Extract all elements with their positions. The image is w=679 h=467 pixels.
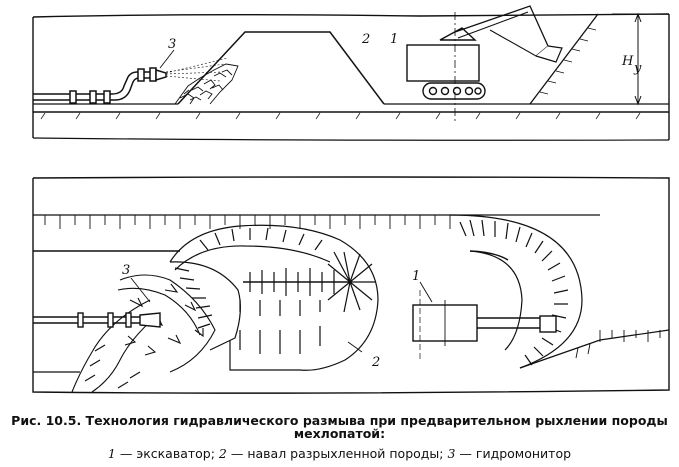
excavator-plan: [412, 290, 557, 360]
label-excavator-top: 1: [390, 32, 398, 47]
plan-view: [32, 176, 670, 394]
slope-hatch: [539, 27, 597, 95]
legend-1-num: 1: [107, 446, 116, 461]
legend-2-num: 2: [218, 446, 227, 461]
section-frame: [32, 13, 670, 140]
plan-frame: [32, 176, 670, 394]
rock-fragments: [174, 63, 239, 105]
washout-zone: [169, 261, 241, 351]
caption-title-line1: Рис. 10.5. Технология гидравлического ра…: [11, 413, 668, 428]
leader-3-bottom: [130, 277, 151, 303]
excavator-top: [406, 5, 563, 122]
label-height-sub: y: [633, 61, 642, 76]
label-excavator-bottom: 1: [412, 269, 420, 284]
legend-1-text: — экскаватор;: [119, 446, 215, 461]
legend-3-num: 3: [447, 446, 456, 461]
label-pile-bottom: 2: [371, 355, 380, 370]
section-view: [32, 5, 670, 141]
right-slope: [529, 13, 599, 105]
legend-2-text: — навал разрыхленной породы;: [230, 446, 444, 461]
rock-pile-fan: [169, 224, 379, 371]
label-monitor-bottom: 3: [122, 263, 130, 278]
leader-1-bottom: [419, 281, 433, 303]
pit-outline: [33, 250, 509, 261]
technology-diagram: 3 2 1 H y 3 2 1: [32, 5, 670, 394]
legend-3-text: — гидромонитор: [459, 446, 572, 461]
label-pile-top: 2: [361, 32, 370, 47]
label-height: H: [621, 54, 634, 69]
rock-pile-outline: [177, 31, 385, 105]
section-bottom: [32, 137, 670, 141]
bench-ticks-top: [44, 215, 451, 229]
excavator-slope-arc: [449, 214, 583, 369]
bench-edge-right: [519, 329, 670, 369]
water-jet: [165, 57, 229, 82]
height-dimension: [612, 12, 650, 106]
monitor-pipeline: [33, 67, 167, 104]
figure-caption-legend: 1 — экскаватор; 2 — навал разрыхленной п…: [0, 446, 679, 461]
bench-ticks-right: [575, 330, 661, 359]
caption-title-line2: мехлопатой:: [293, 426, 386, 441]
leader-2-bottom: [347, 341, 363, 353]
floor-hatch: [40, 112, 641, 120]
jet-stream-plan: [71, 274, 216, 393]
monitor-pipeline-plan: [33, 312, 161, 328]
label-monitor-top: 3: [168, 37, 176, 52]
leader-3-top: [159, 49, 175, 69]
figure-caption-title: Рис. 10.5. Технология гидравлического ра…: [0, 414, 679, 440]
